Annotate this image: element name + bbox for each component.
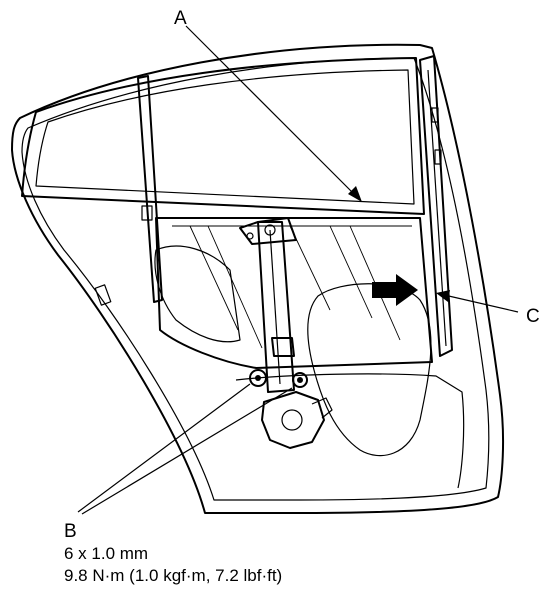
rail-top-hole-2 (246, 232, 254, 240)
channel-clip-2 (434, 149, 442, 165)
slide-direction-arrow (372, 274, 418, 306)
glass-hatching (189, 225, 401, 349)
callout-b: B (64, 521, 77, 542)
pointer-line-c (439, 293, 519, 313)
door-glass (155, 217, 433, 369)
window-frame-inner (35, 69, 415, 205)
left-access-opening (154, 245, 241, 343)
front-glass-channel (137, 75, 163, 303)
door-side-tab (94, 284, 112, 306)
pointer-line-a (185, 25, 357, 197)
pointer-arrow-a (348, 186, 362, 202)
callout-a: A (174, 8, 187, 29)
window-frame-outer (21, 57, 425, 215)
service-hole (307, 283, 432, 457)
motor-hub (281, 409, 303, 431)
callout-c: C (526, 306, 540, 327)
motor-connector (311, 397, 333, 419)
door-outer-outline (11, 43, 505, 514)
pointer-line-b-right (81, 387, 293, 515)
pointer-arrow-c (436, 290, 450, 302)
front-channel-tab (141, 205, 153, 221)
lower-seal (235, 373, 465, 489)
regulator-carrier (271, 337, 295, 357)
regulator-rail (257, 221, 295, 393)
pointer-line-b-left (77, 383, 251, 513)
rail-top-hole (264, 224, 276, 236)
rear-channel-inner (427, 69, 447, 347)
torque-spec: 9.8 N·m (1.0 kgf·m, 7.2 lbf·ft) (64, 566, 282, 585)
rear-glass-channel (419, 55, 453, 357)
bolt-b-left (249, 369, 267, 387)
regulator-rail-center (269, 229, 281, 385)
rail-top-bracket (239, 217, 297, 245)
regulator-motor (261, 391, 325, 449)
channel-clip-1 (431, 107, 439, 123)
bolt-b-right (292, 372, 308, 388)
bolt-size-spec: 6 x 1.0 mm (64, 544, 148, 563)
